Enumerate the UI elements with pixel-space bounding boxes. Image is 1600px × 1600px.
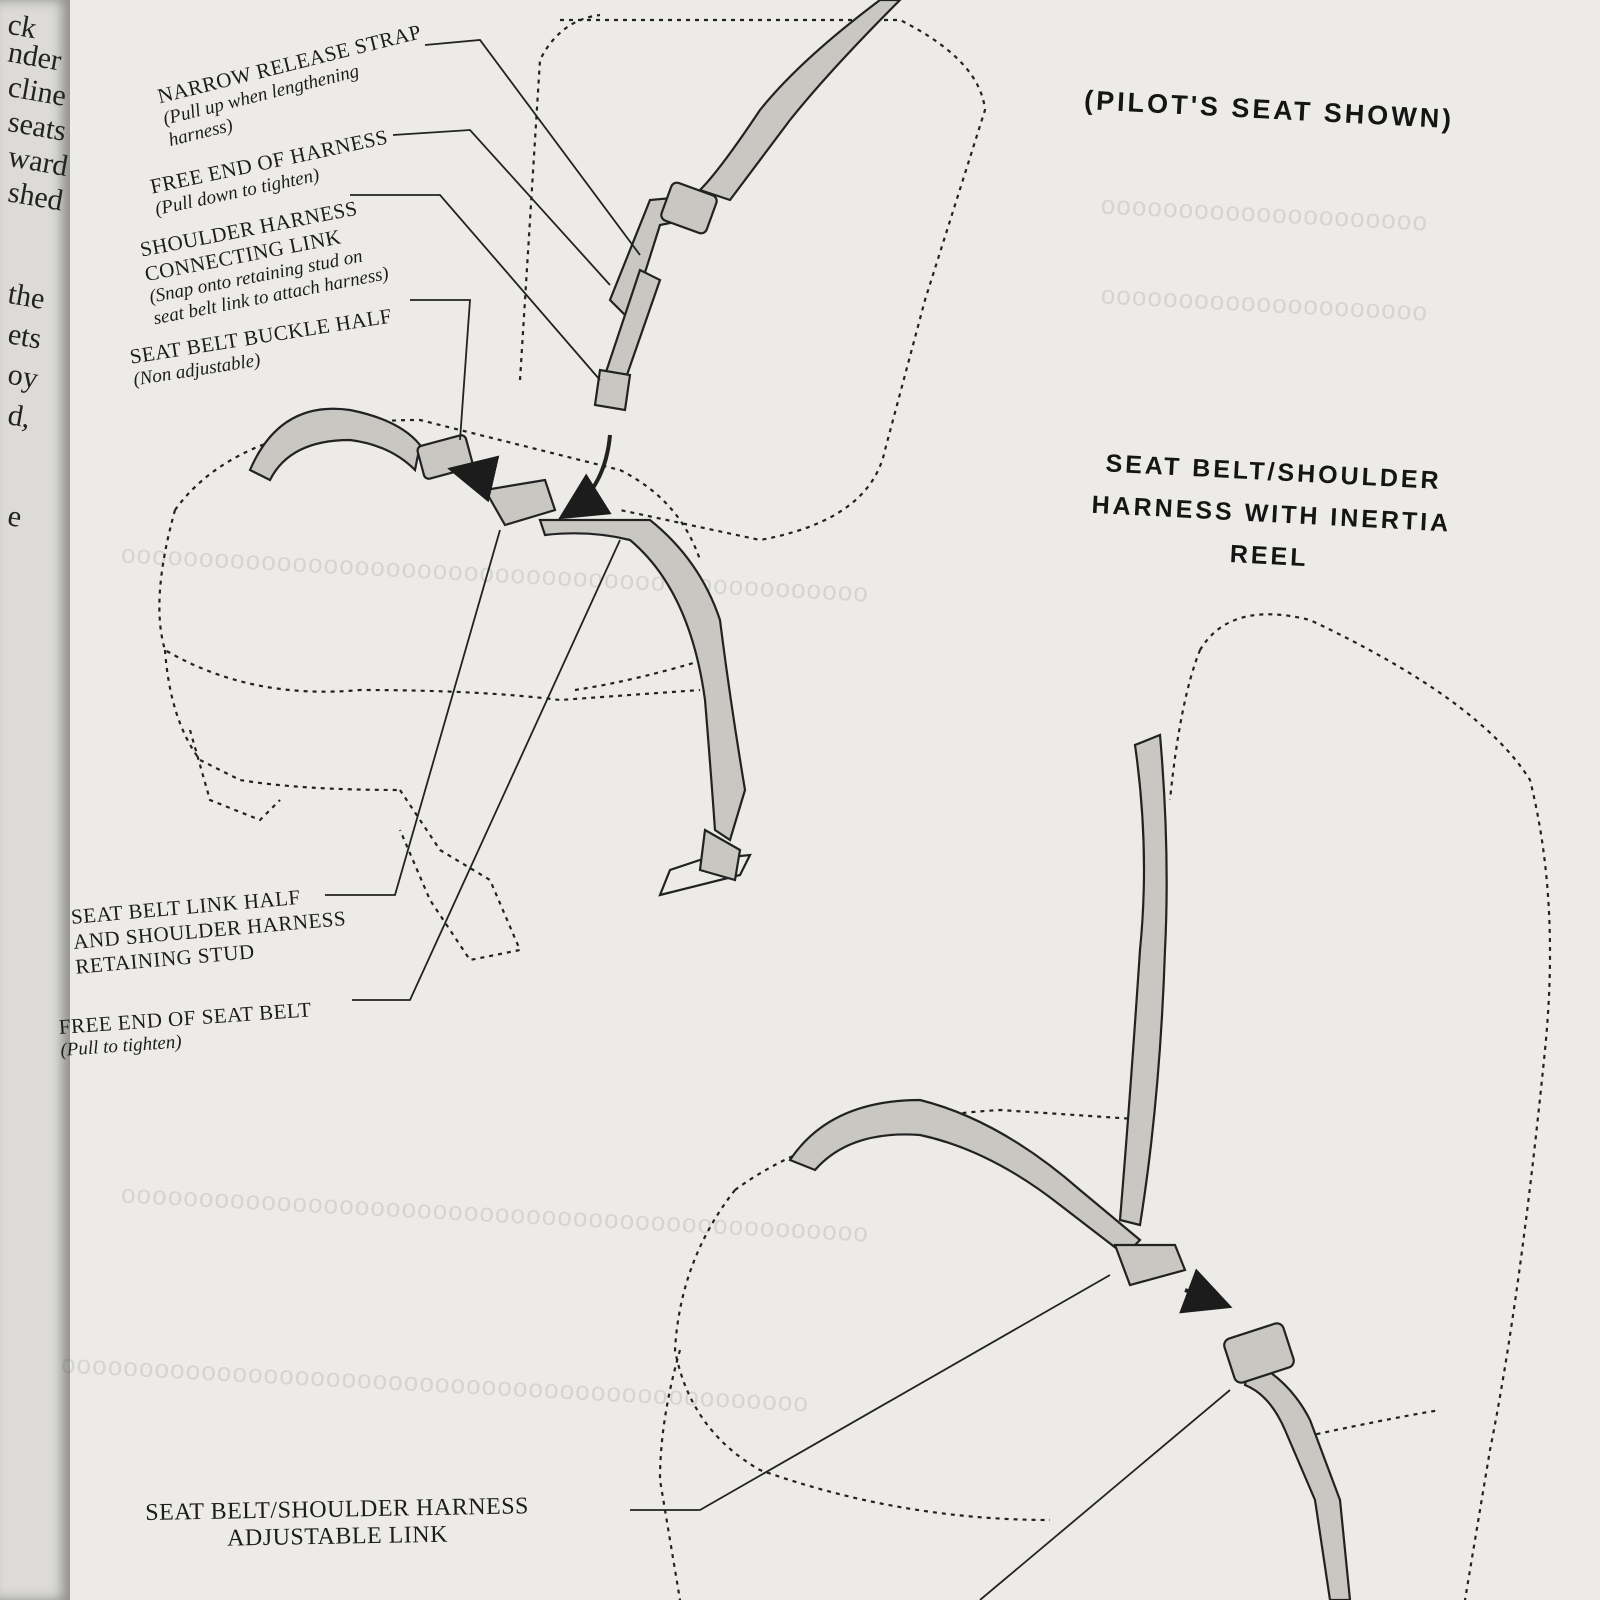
adjustable-link-label: SEAT BELT/SHOULDER HARNESS ADJUSTABLE LI… xyxy=(145,1493,530,1552)
inertia-seat-drawing xyxy=(658,613,1552,1600)
manual-page xyxy=(70,0,1600,1600)
inertia-harness-strap xyxy=(788,733,1352,1600)
leader-lines-bottom xyxy=(630,1274,1231,1600)
inertia-reel-heading: SEAT BELT/SHOULDER HARNESS WITH INERTIA … xyxy=(1090,449,1452,573)
link-arrow xyxy=(1179,1268,1233,1314)
lap-belt-right xyxy=(483,478,747,882)
pilot-seat-drawing xyxy=(158,13,987,962)
leader-lines-top xyxy=(325,39,641,1001)
facing-page-edge: ck nder cline seats ward shed the ets oy… xyxy=(0,0,70,1600)
attach-arrow xyxy=(558,434,612,520)
shoulder-harness-strap xyxy=(593,0,902,412)
lap-belt-left xyxy=(248,407,474,482)
buckle-arrow xyxy=(447,455,500,503)
